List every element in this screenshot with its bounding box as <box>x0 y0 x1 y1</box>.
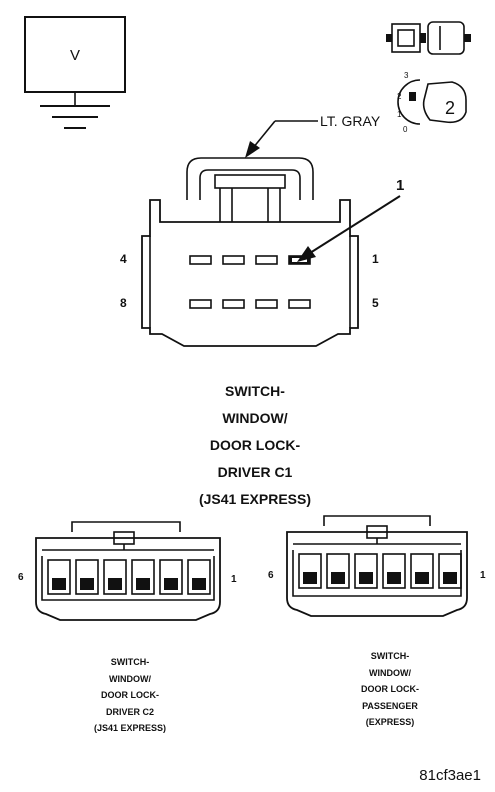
wire-color-label: LT. GRAY <box>320 113 381 129</box>
key-position-3: 3 <box>404 71 409 80</box>
passenger-title-line: DOOR LOCK- <box>361 684 419 694</box>
connector-c2 <box>35 521 221 621</box>
callout-number: 1 <box>396 177 404 194</box>
connector-passenger <box>286 515 468 617</box>
cavity-5 <box>288 299 311 309</box>
c2-title-line: WINDOW/ <box>109 673 151 684</box>
voltmeter-label: V <box>70 47 80 64</box>
cavity-2 <box>255 255 278 265</box>
c2-terminals <box>47 559 211 595</box>
c2-title-line: DRIVER C2 <box>105 706 154 717</box>
key-position-1: 1 <box>397 110 402 119</box>
c1-title-line: SWITCH- <box>225 383 285 399</box>
ignition-key-icon: 3 2 1 0 2 <box>397 71 467 134</box>
c2-title-line: DOOR LOCK- <box>101 690 159 700</box>
c2-pin-6-label: 6 <box>18 572 24 583</box>
c1-title-line: (JS41 EXPRESS) <box>198 491 312 507</box>
c1-pin-8-label: 8 <box>120 296 127 310</box>
cavity-8 <box>189 299 212 309</box>
cavity-3 <box>222 255 245 265</box>
passenger-terminals <box>298 553 462 589</box>
passenger-title-line: (EXPRESS) <box>365 717 415 727</box>
passenger-title-line: SWITCH- <box>370 651 410 661</box>
c1-title: SWITCH- WINDOW/ DOOR LOCK- DRIVER C1 (JS… <box>140 378 370 513</box>
key-position-2: 2 <box>397 92 402 101</box>
key-number: 2 <box>445 98 455 118</box>
c1-pin-5-label: 5 <box>372 296 379 310</box>
connector-c1: 1 <box>141 157 404 347</box>
passenger-title-line: PASSENGER <box>362 700 418 711</box>
passenger-pin-1-label: 1 <box>480 570 486 581</box>
c2-title-line: SWITCH- <box>110 657 150 667</box>
c1-pin-4-label: 4 <box>120 252 127 266</box>
c2-pin-1-label: 1 <box>231 574 237 585</box>
c2-title: SWITCH- WINDOW/ DOOR LOCK- DRIVER C2 (JS… <box>40 654 220 737</box>
passenger-title-line: WINDOW/ <box>369 667 411 678</box>
cavity-4 <box>189 255 212 265</box>
plug-connector-icon <box>386 21 471 55</box>
figure-code: 81cf3ae1 <box>419 767 481 784</box>
cavity-7 <box>222 299 245 309</box>
passenger-title: SWITCH- WINDOW/ DOOR LOCK- PASSENGER (EX… <box>300 648 480 731</box>
c1-title-line: WINDOW/ <box>222 410 288 426</box>
c1-title-line: DRIVER C1 <box>217 464 293 480</box>
c2-title-line: (JS41 EXPRESS) <box>93 723 167 733</box>
cavity-6 <box>255 299 278 309</box>
voltmeter-icon: V <box>24 16 126 129</box>
passenger-pin-6-label: 6 <box>268 570 274 581</box>
wire-color-callout: LT. GRAY <box>245 113 381 158</box>
key-position-0: 0 <box>403 125 408 134</box>
c1-title-line: DOOR LOCK- <box>209 437 301 453</box>
c1-pin-1-label: 1 <box>372 252 379 266</box>
